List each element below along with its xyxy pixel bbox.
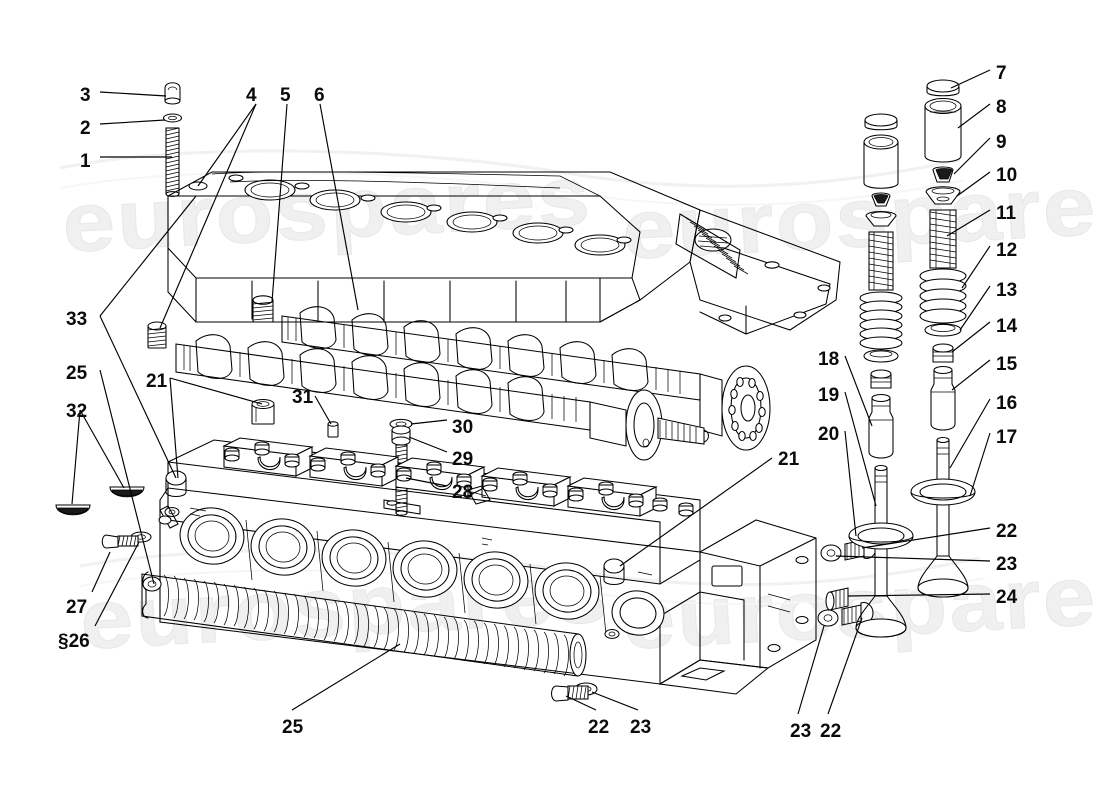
- callout-9-c9: 9: [996, 132, 1007, 153]
- callout-25-c25b: 25: [282, 717, 304, 738]
- callout-23-c23b: 23: [630, 717, 652, 738]
- cylinder-head-body: [158, 437, 817, 695]
- camshaft-intake: [175, 334, 710, 461]
- threaded-dowel-24: [825, 587, 849, 611]
- head-left-end-boss: [158, 505, 179, 529]
- camshaft-flange-front: [589, 389, 710, 461]
- callout-31-c31: 31: [292, 387, 314, 408]
- camshaft-sprocket-rear: [699, 365, 771, 451]
- cam-cover-bores: [244, 179, 626, 256]
- cam-bearing-caps: [222, 437, 694, 517]
- cam-cover-plug-loose-2: [252, 295, 274, 323]
- callout-4-c4: 4: [246, 85, 257, 106]
- callout-14-c14: 14: [996, 316, 1018, 337]
- callout-24-c24: 24: [996, 587, 1018, 608]
- cam-cover-plug-loose: [147, 321, 167, 349]
- cam-cover-mount-arm: [675, 209, 841, 335]
- callout-28-c28: 28: [452, 482, 474, 503]
- callout-30-c30: 30: [452, 417, 474, 438]
- callout-15-c15: 15: [996, 354, 1018, 375]
- callout-17-c17: 17: [996, 427, 1018, 448]
- callout-22-c22b: 22: [588, 717, 610, 738]
- dowel-bush-loose-left: [251, 398, 275, 425]
- valve-bucket-tappet-8: [924, 97, 962, 163]
- dowel-bush-installed-left: [165, 470, 187, 498]
- shim-cap-7: [926, 79, 960, 97]
- valve-spring-inner-left: [868, 231, 894, 291]
- valve-train-left-stack: [848, 113, 914, 638]
- head-right-end-casting: [658, 519, 817, 695]
- callout-8-c8: 8: [996, 97, 1007, 118]
- cylinder-head-port-bores: [179, 507, 665, 636]
- cam-cover-assembly: [167, 171, 841, 335]
- woodruff-key-2: [109, 486, 145, 498]
- callout-1-c1: 1: [80, 151, 91, 172]
- callout-32-c32: 32: [66, 401, 88, 422]
- callout-11-c11: 11: [996, 203, 1017, 224]
- callout-33-c33: 33: [66, 309, 88, 330]
- valve-spring-retainer-10: [925, 186, 961, 205]
- valve-guide-15: [930, 365, 956, 431]
- callout-22-c22a: 22: [996, 521, 1018, 542]
- camshaft-exhaust: [281, 306, 771, 451]
- callout-18-c18: 18: [818, 349, 840, 370]
- callout-29-c29: 29: [452, 449, 474, 470]
- callout-20-c20: 20: [818, 424, 840, 445]
- dowel-pin-loose-31: [327, 421, 339, 438]
- bolt-26-washer-27: [101, 531, 152, 549]
- callout-22-c22c: 22: [820, 721, 842, 742]
- callout-13-c13: 13: [996, 280, 1018, 301]
- valve-spring-inner-11: [929, 209, 957, 269]
- callout-10-c10: 10: [996, 165, 1018, 186]
- callout-21-c21b: 21: [778, 449, 800, 470]
- callout-23-c23c: 23: [790, 721, 812, 742]
- callout-26-c26: §26: [58, 631, 90, 652]
- callout-23-c23a: 23: [996, 554, 1018, 575]
- valve-spring-outer-left: [859, 291, 903, 350]
- callout-6-c6: 6: [314, 85, 325, 106]
- callout-5-c5: 5: [280, 85, 291, 106]
- callout-25-c25a: 25: [66, 363, 88, 384]
- callout-16-c16: 16: [996, 393, 1018, 414]
- valve-spring-lower-seat-13: [924, 323, 962, 337]
- valve-seat-ring-17: [910, 478, 976, 506]
- bolt-22-washer-23-bottom: [550, 682, 598, 702]
- intake-valve-16: [917, 436, 969, 598]
- callout-19-c19: 19: [818, 385, 840, 406]
- valve-stem-seal-14: [932, 343, 954, 363]
- valve-spring-outer-12: [919, 268, 967, 324]
- woodruff-key-1: [55, 504, 91, 516]
- leader-lines: [71, 69, 991, 715]
- callout-2-c2: 2: [80, 118, 91, 139]
- gasket-spring-rail: [141, 571, 587, 677]
- callout-3-c3: 3: [80, 85, 91, 106]
- callout-7-c7: 7: [996, 63, 1007, 84]
- callout-21-c21a: 21: [146, 371, 168, 392]
- valve-train-right-stack: [910, 79, 976, 598]
- dowel-bush-installed-right: [603, 558, 625, 586]
- cam-cap-nuts: [224, 441, 694, 517]
- valve-collet-9: [932, 166, 954, 183]
- callout-27-c27: 27: [66, 597, 88, 618]
- stud-assembly-group: [162, 82, 183, 197]
- valve-guide-18: [868, 393, 894, 459]
- callout-12-c12: 12: [996, 240, 1018, 261]
